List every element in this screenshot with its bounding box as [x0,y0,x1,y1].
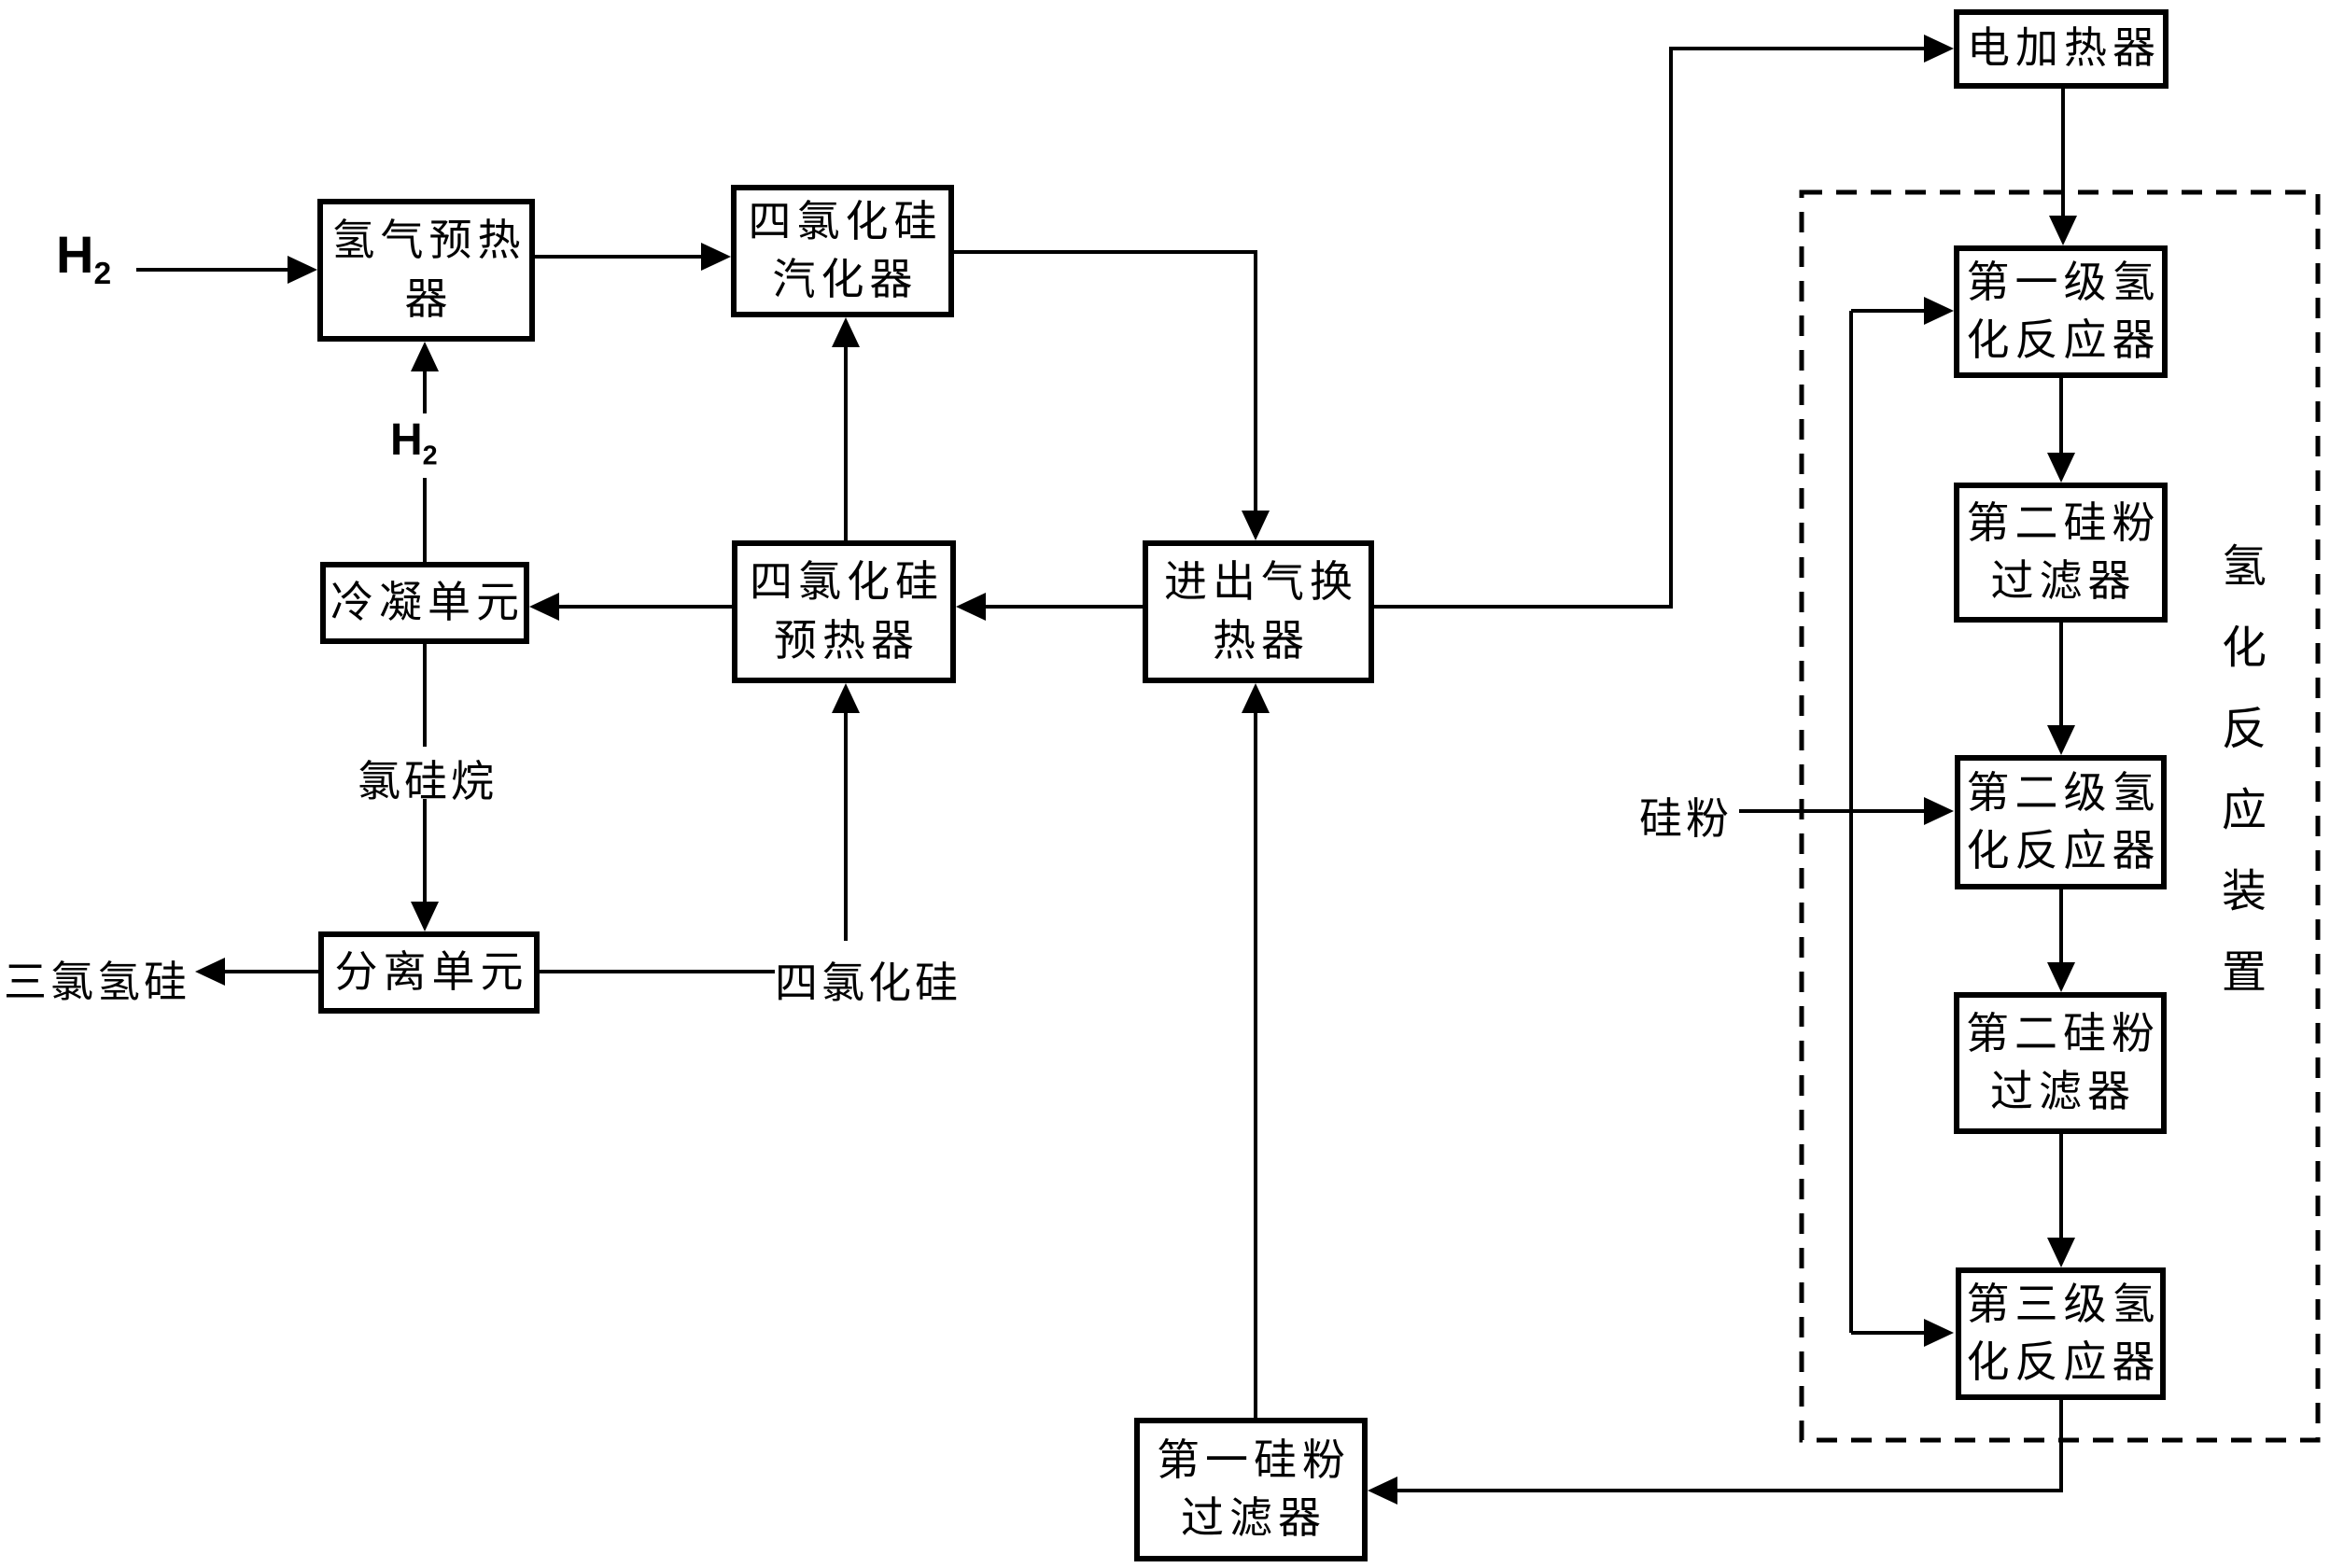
vertical-label-char: 应 [2221,786,2267,835]
box-label-line: 过滤器 [1990,1068,2136,1115]
h2-recycle-subscript: 2 [422,441,438,471]
box-stc-vaporizer: 四氯化硅 汽化器 [731,185,954,317]
h2-feed-symbol: H [56,225,94,284]
box-label-line: 化反应器 [1966,316,2161,364]
connector-silicon-powder-to-reactor3 [1851,1319,1954,1347]
box-silicon-filter-2a: 第二硅粉 过滤器 [1954,483,2168,623]
connector-electric-heater-to-reactor1 [2049,89,2077,245]
box-label-line: 氢气预热 [331,217,526,265]
vertical-label-char: 化 [2221,623,2267,673]
h2-recycle-symbol: H [390,415,423,465]
box-label-line: 第二硅粉 [1966,1009,2160,1057]
box-label-line: 化反应器 [1966,1338,2161,1386]
box-label-line: 四氯化硅 [750,558,944,607]
connector-filter2b-to-reactor3 [2047,1134,2075,1267]
box-label-line: 电加热器 [1967,24,2161,73]
connector-stc-label-to-stc-preheater [832,683,860,941]
connector-filter1-to-gas-heat-exchanger [1242,683,1270,1418]
box-label-line: 过滤器 [1990,557,2137,605]
connector-condenser-to-separation-unit [411,644,439,931]
connector-separation-unit-to-trichlorosilane [195,958,318,986]
box-silicon-filter-2b: 第二硅粉 过滤器 [1954,992,2167,1134]
box-label-line: 第三级氢 [1966,1280,2161,1328]
box-label-line: 预热器 [774,616,919,665]
vertical-label-char: 置 [2221,948,2267,998]
connector-reactor1-to-filter2a [2047,378,2075,483]
box-electric-heater: 电加热器 [1954,9,2169,89]
connector-stc-preheater-to-condenser [529,593,732,621]
h2-recycle-label: H2 [390,414,438,472]
chlorosilane-label: 氯硅烷 [358,758,498,805]
box-label-line: 器 [404,274,454,323]
connector-condenser-to-hydrogen-preheater [411,342,439,562]
vertical-label-char: 装 [2221,867,2267,917]
box-label-line: 四氯化硅 [748,197,943,245]
box-label-line: 热器 [1213,616,1310,665]
box-condenser: 冷凝单元 [320,562,529,644]
box-label-line: 化反应器 [1966,827,2161,875]
box-separation-unit: 分离单元 [318,931,540,1014]
box-label-line: 冷凝单元 [330,578,525,626]
box-gas-heat-exchanger: 进出气换 热器 [1143,540,1374,683]
box-label-line: 第一硅粉 [1157,1435,1351,1484]
hydrogenation-unit-vertical-label: 氢 化 反 应 装 置 [2220,545,2268,996]
h2-feed-label: H2 [56,224,111,292]
box-label-line: 汽化器 [772,256,919,303]
connector-h2-feed-to-hydrogen-preheater [136,256,317,284]
connector-hydrogen-preheater-to-stc-vaporizer [535,243,731,271]
box-silicon-filter-1: 第一硅粉 过滤器 [1134,1418,1368,1561]
box-label-line: 过滤器 [1181,1494,1326,1542]
silicon-tetrachloride-label: 四氯化硅 [775,959,961,1007]
vertical-label-char: 氢 [2221,542,2267,592]
trichlorosilane-label: 三氯氢硅 [4,959,190,1006]
box-reactor-stage3: 第三级氢 化反应器 [1956,1267,2166,1400]
connector-stc-preheater-to-stc-vaporizer [832,317,860,540]
box-hydrogen-preheater: 氢气预热 器 [317,199,535,342]
silicon-powder-label: 硅粉 [1639,795,1733,843]
vertical-label-char: 反 [2221,705,2267,754]
connector-silicon-powder-to-reactor1 [1851,297,1954,325]
box-reactor-stage1: 第一级氢 化反应器 [1954,245,2168,378]
box-label-line: 进出气换 [1164,558,1358,607]
box-label-line: 第一级氢 [1966,258,2161,306]
connector-silicon-powder-to-reactor2 [1739,797,1954,825]
h2-feed-subscript: 2 [93,257,112,292]
box-label-line: 分离单元 [334,947,529,996]
box-label-line: 第二级氢 [1966,768,2161,817]
connector-filter2a-to-reactor2 [2047,623,2075,755]
box-label-line: 第二硅粉 [1966,498,2161,547]
connector-reactor3-to-filter1 [1368,1400,2063,1505]
connector-gas-heat-exchanger-to-electric-heater [1374,35,1954,609]
connector-reactor2-to-filter2b [2047,889,2075,992]
box-stc-preheater: 四氯化硅 预热器 [732,540,956,683]
connector-stc-vaporizer-to-gas-heat-exchanger [954,250,1270,540]
connector-gas-heat-exchanger-to-stc-preheater [956,593,1143,621]
box-reactor-stage2: 第二级氢 化反应器 [1955,755,2167,889]
